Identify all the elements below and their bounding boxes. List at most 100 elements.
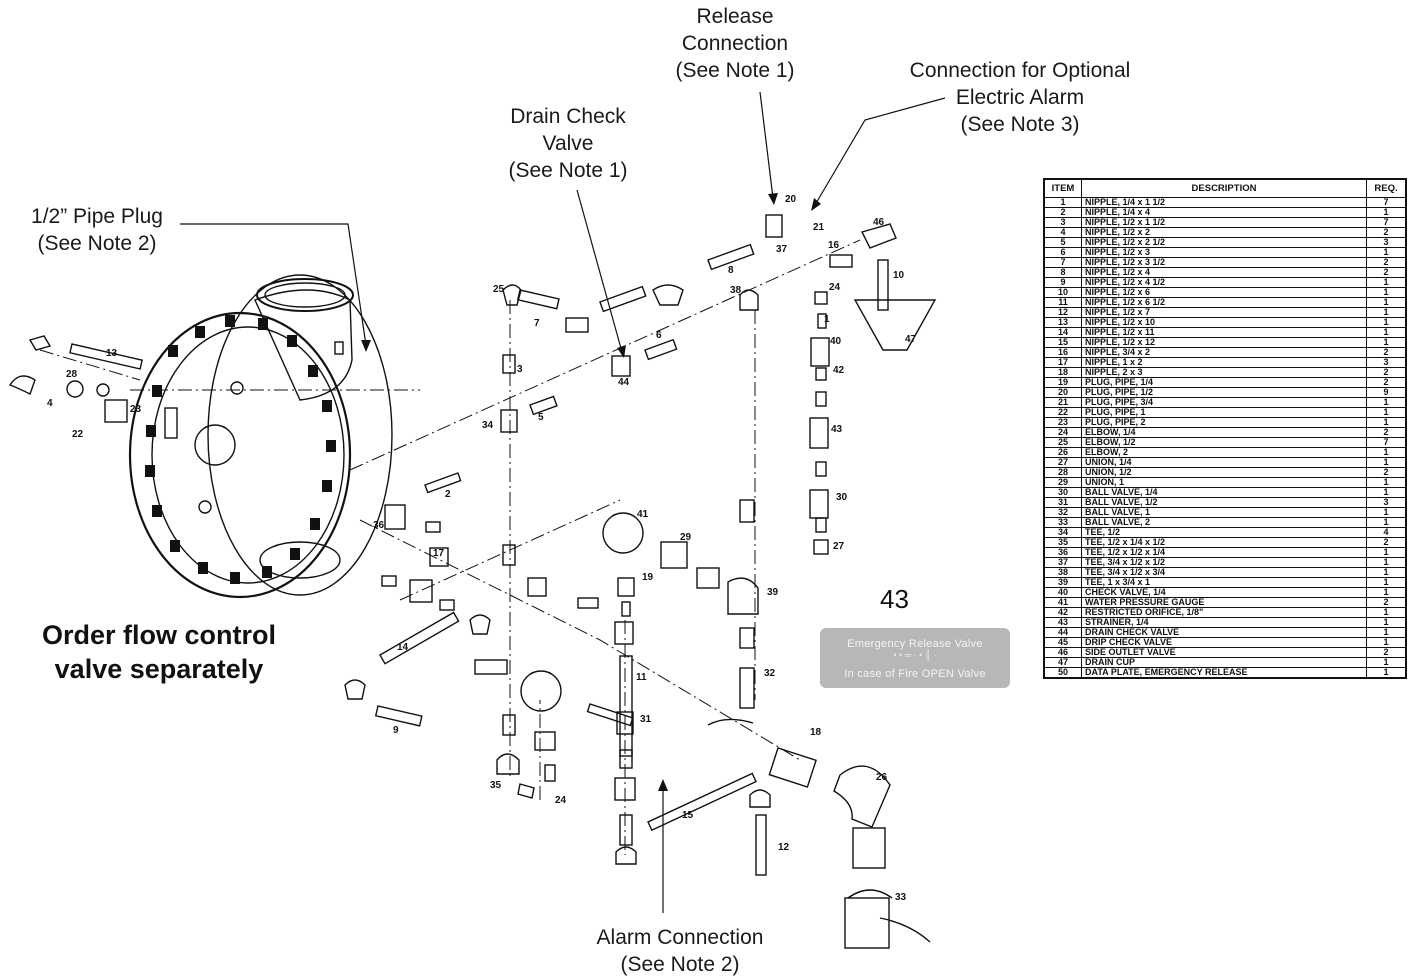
cell-item: 28 [1043,467,1082,478]
part-number-label: 26 [876,772,888,783]
cell-item: 22 [1043,407,1082,418]
part-number-label: 28 [66,369,78,380]
cell-req: 1 [1366,277,1407,288]
part-number-label: 36 [373,520,385,531]
cell-req: 7 [1366,197,1407,208]
cell-req: 1 [1366,577,1407,588]
cell-item: 35 [1043,537,1082,548]
cell-req: 1 [1366,567,1407,578]
cell-description: UNION, 1/2 [1081,467,1367,478]
cell-req: 2 [1366,227,1407,238]
cell-req: 1 [1366,417,1407,428]
part-number-label: 35 [490,780,502,791]
cell-item: 25 [1043,437,1082,448]
cell-description: NIPPLE, 1/2 x 11 [1081,327,1367,338]
part-number-label: 16 [828,240,840,251]
cell-item: 12 [1043,307,1082,318]
release-connection-callout: Release Connection (See Note 1) [675,5,795,82]
cell-description: STRAINER, 1/4 [1081,617,1367,628]
cell-req: 1 [1366,517,1407,528]
part-number-label: 41 [637,509,649,520]
cell-description: NIPPLE, 1/2 x 12 [1081,337,1367,348]
part-number-label: 14 [397,642,409,653]
cell-description: NIPPLE, 1/2 x 3 [1081,247,1367,258]
part-number-label: 8 [728,265,734,276]
part-number-label: 15 [682,810,694,821]
cell-req: 1 [1366,637,1407,648]
cell-req: 2 [1366,537,1407,548]
part-number-label: 39 [767,587,779,598]
cell-req: 1 [1366,457,1407,468]
cell-req: 7 [1366,217,1407,228]
cell-req: 9 [1366,387,1407,398]
cell-item: 16 [1043,347,1082,358]
part-number-label: 11 [636,672,647,683]
cell-description: NIPPLE, 1/2 x 3 1/2 [1081,257,1367,268]
part-number-label: 21 [813,222,825,233]
cell-req: 2 [1366,257,1407,268]
cell-description: NIPPLE, 1/2 x 4 [1081,267,1367,278]
cell-description: NIPPLE, 1/4 x 1 1/2 [1081,197,1367,208]
cell-req: 1 [1366,667,1407,679]
cell-req: 2 [1366,347,1407,358]
part-number-label: 1 [824,314,830,325]
part-number-label: 44 [618,377,630,388]
part-number-label: 31 [640,714,652,725]
part-number-label: 42 [833,365,845,376]
cell-item: 26 [1043,447,1082,458]
cell-item: 43 [1043,617,1082,628]
cell-item: 5 [1043,237,1082,248]
header-req: REQ. [1366,178,1407,198]
cell-description: DRAIN CUP [1081,657,1367,668]
cell-req: 1 [1366,447,1407,458]
cell-item: 36 [1043,547,1082,558]
cell-req: 7 [1366,437,1407,448]
cell-req: 1 [1366,607,1407,618]
cell-item: 1 [1043,197,1082,208]
cell-description: BALL VALVE, 1/4 [1081,487,1367,498]
cell-req: 4 [1366,527,1407,538]
cell-item: 32 [1043,507,1082,518]
cell-req: 3 [1366,357,1407,368]
cell-item: 37 [1043,557,1082,568]
cell-description: ELBOW, 1/2 [1081,437,1367,448]
item-43-label: 43 [880,584,909,614]
cell-description: NIPPLE, 1/2 x 2 [1081,227,1367,238]
cell-description: UNION, 1 [1081,477,1367,488]
cell-req: 2 [1366,467,1407,478]
part-number-label: 18 [810,727,822,738]
cell-req: 1 [1366,327,1407,338]
plate-line-1: Emergency Release Valve [847,638,983,650]
cell-req: 3 [1366,237,1407,248]
cell-description: PLUG, PIPE, 1/2 [1081,387,1367,398]
cell-req: 1 [1366,337,1407,348]
part-number-label: 13 [106,348,118,359]
cell-req: 1 [1366,547,1407,558]
cell-item: 47 [1043,657,1082,668]
part-number-label: 32 [764,668,776,679]
pipe-plug-callout: 1/2” Pipe Plug (See Note 2) [31,205,163,255]
cell-item: 39 [1043,577,1082,588]
cell-req: 1 [1366,627,1407,638]
cell-item: 42 [1043,607,1082,618]
